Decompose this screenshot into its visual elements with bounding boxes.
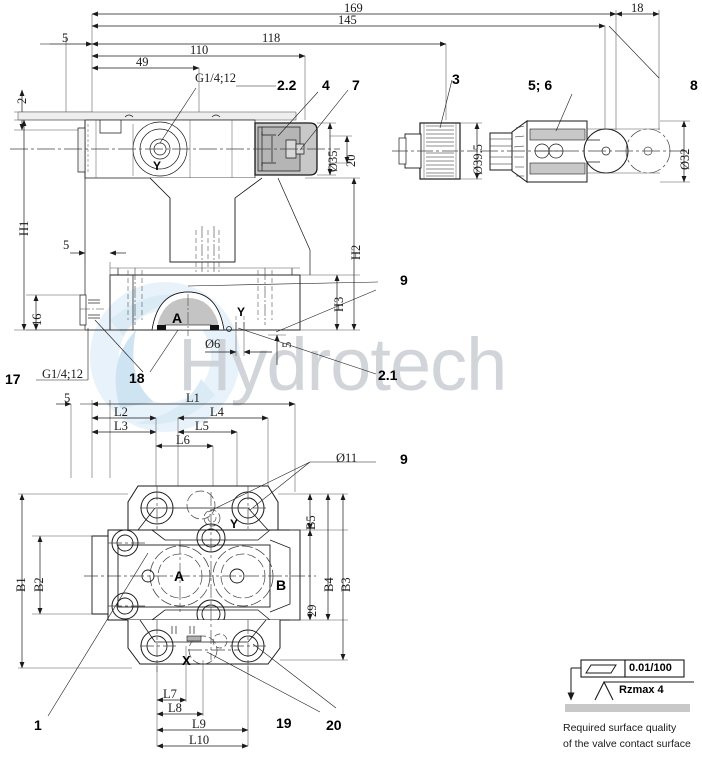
thread-label-left: G1/4;12: [42, 367, 83, 381]
port-label-y-bottom: Y: [230, 517, 239, 531]
dim-d6: Ø6: [205, 337, 221, 351]
dim-l7: L7: [163, 687, 177, 701]
dim-b5: B5: [304, 515, 318, 530]
dim-169: 169: [344, 1, 363, 15]
item-2-2: 2.2: [277, 77, 297, 93]
dim-h3: H3: [332, 296, 346, 312]
port-label-a-bottom: A: [174, 568, 185, 584]
item-17: 17: [5, 371, 21, 387]
item-7: 7: [352, 77, 360, 93]
dim-5-left: 5: [63, 238, 70, 252]
dim-b3: B3: [339, 577, 353, 592]
roughness-value: Rzmax 4: [619, 684, 664, 696]
dim-l8: L8: [168, 701, 182, 715]
item-5-6: 5; 6: [528, 77, 553, 93]
item-9-lower: 9: [400, 451, 408, 467]
dim-49: 49: [136, 55, 149, 69]
dim-d11: Ø11: [336, 451, 358, 465]
dim-l6: L6: [176, 433, 190, 447]
dim-20: 20: [344, 154, 358, 168]
item-8: 8: [690, 77, 698, 93]
dim-b1: B1: [14, 577, 28, 592]
port-label-a-front: A: [172, 310, 183, 326]
dim-29: 29: [305, 604, 319, 618]
port-label-b-bottom: B: [276, 577, 287, 593]
dim-l10: L10: [189, 733, 210, 747]
dim-l4: L4: [210, 405, 224, 419]
dim-h2: H2: [349, 244, 363, 260]
dim-5-bv: 5: [64, 391, 71, 405]
dim-l2: L2: [114, 405, 128, 419]
dim-110: 110: [190, 43, 209, 57]
thread-label-top: G1/4;12: [195, 71, 236, 85]
port-label-y-lower: Y: [237, 305, 246, 319]
dim-5-bottom: 5: [280, 341, 294, 348]
dim-118: 118: [262, 31, 281, 45]
item-20: 20: [326, 717, 342, 733]
dim-l9: L9: [192, 717, 206, 731]
dim-l3: L3: [114, 419, 128, 433]
dim-l5: L5: [195, 419, 209, 433]
dim-145: 145: [338, 13, 357, 27]
dim-b2: B2: [32, 577, 46, 592]
item-19: 19: [276, 715, 292, 731]
dim-16: 16: [30, 313, 44, 327]
dim-d35: Ø35: [326, 150, 340, 172]
dim-h1: H1: [17, 220, 31, 236]
dim-18: 18: [631, 1, 644, 15]
dim-d395: Ø39.5: [471, 144, 485, 175]
flatness-value: 0.01/100: [629, 662, 672, 674]
surface-note-line1: Required surface quality: [563, 722, 677, 734]
dim-b4: B4: [322, 577, 336, 592]
dim-2: 2: [15, 97, 29, 104]
dim-d32: Ø32: [678, 148, 692, 170]
item-1: 1: [34, 717, 42, 733]
item-2-1: 2.1: [378, 367, 398, 383]
port-label-y-front: Y: [153, 159, 162, 173]
item-4: 4: [322, 77, 330, 93]
item-18: 18: [129, 370, 145, 386]
surface-note-line2: of the valve contact surface: [563, 738, 691, 750]
item-9-upper: 9: [400, 272, 408, 288]
item-3: 3: [452, 71, 460, 87]
dim-l1: L1: [186, 391, 200, 405]
port-label-x-bottom: X: [182, 653, 191, 668]
dim-5-top: 5: [62, 31, 69, 45]
